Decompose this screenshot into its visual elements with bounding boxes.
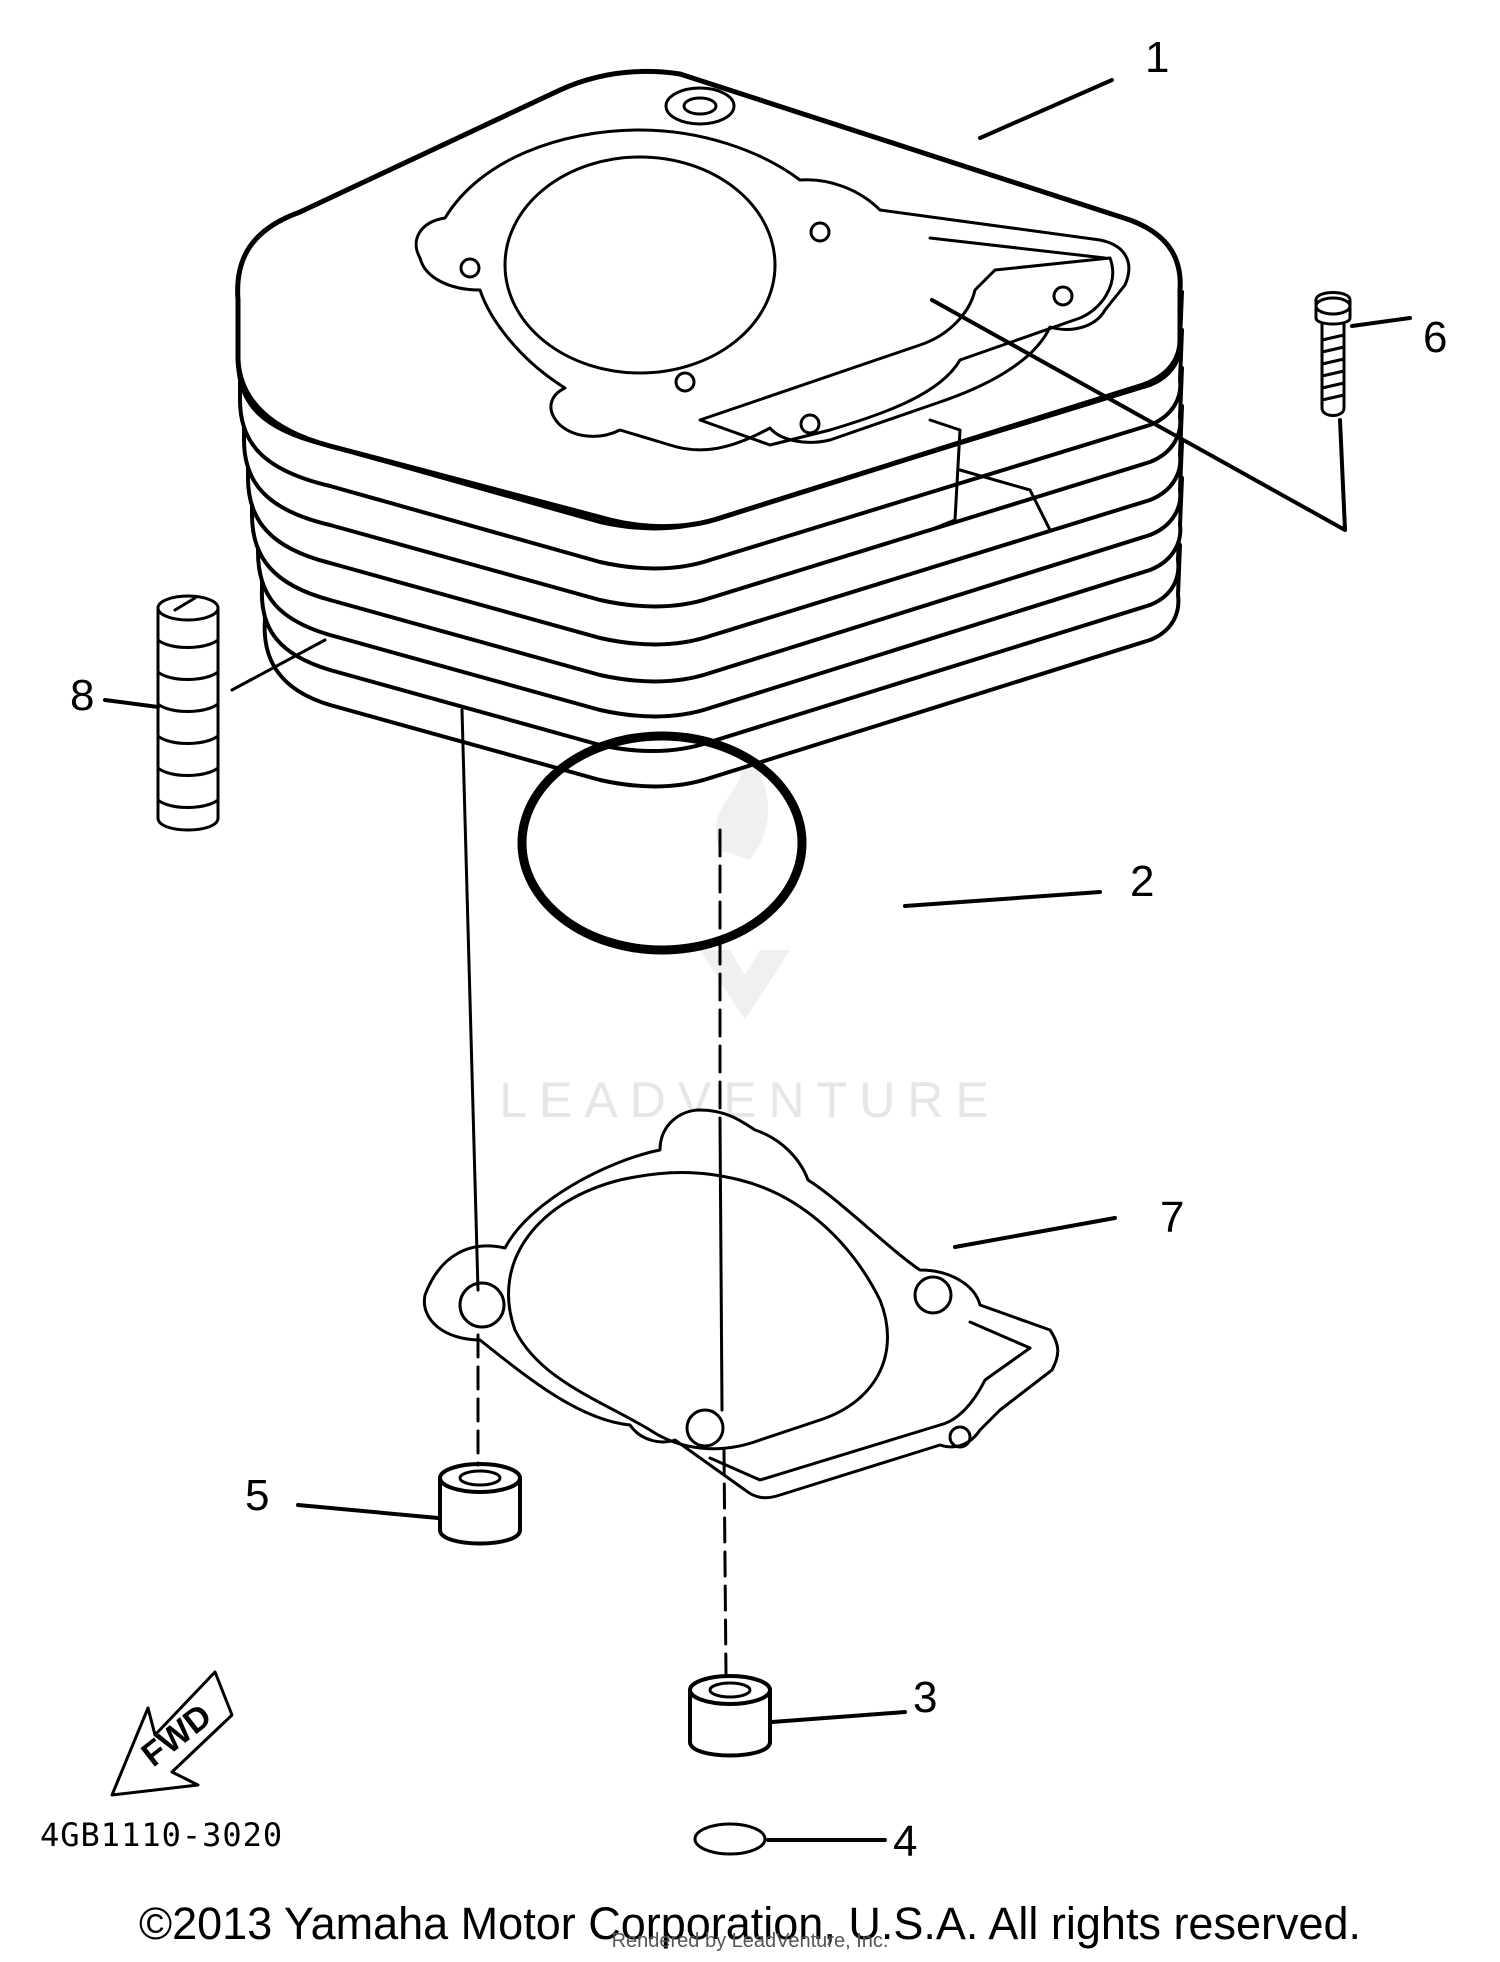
rendered-by-text: Rendered by LeadVenture, Inc. xyxy=(611,1930,889,1952)
callout-2: 2 xyxy=(1130,857,1154,906)
watermark: LEADVENTURE xyxy=(499,740,1001,1128)
diagram-code: 4GB1110-3020 xyxy=(40,1816,283,1854)
base-gasket-part[interactable] xyxy=(422,1108,1060,1500)
callout-7: 7 xyxy=(1160,1193,1184,1242)
callout-numbers: 1 2 3 4 5 6 7 8 xyxy=(70,33,1447,1866)
small-o-ring-part[interactable] xyxy=(693,1822,767,1856)
copyright-text: ©2013 Yamaha Motor Corporation, U.S.A. A… xyxy=(138,1898,1362,1949)
watermark-text: LEADVENTURE xyxy=(499,1072,1001,1128)
callout-8: 8 xyxy=(70,671,94,720)
fwd-arrow-icon: FWD xyxy=(110,1670,234,1797)
leader-lines xyxy=(103,78,1412,1842)
bolt-part[interactable] xyxy=(1314,291,1352,417)
o-ring-part[interactable] xyxy=(517,731,807,955)
callout-1: 1 xyxy=(1145,33,1169,82)
stud-bolt-part[interactable] xyxy=(156,594,220,832)
dowel-pin-part-3[interactable] xyxy=(688,1674,772,1758)
assembly-lines xyxy=(230,298,1347,1677)
callout-5: 5 xyxy=(245,1471,269,1520)
dowel-pin-part-5[interactable] xyxy=(438,1462,522,1546)
callout-3: 3 xyxy=(913,1673,937,1722)
callout-6: 6 xyxy=(1423,313,1447,362)
callout-4: 4 xyxy=(893,1817,917,1866)
cylinder-part[interactable] xyxy=(235,68,1184,789)
